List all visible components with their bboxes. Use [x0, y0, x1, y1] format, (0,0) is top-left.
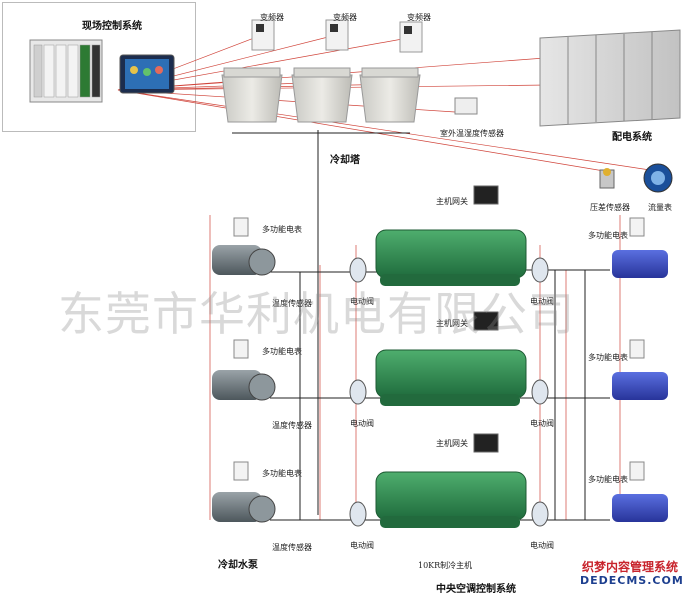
flow-meter: [643, 163, 673, 193]
diagram-title-bottom: 中央空调控制系统: [436, 584, 516, 595]
outdoor-sensor-label: 室外温湿度传感器: [440, 129, 504, 138]
motor-valve-label-r2: 电动阀: [530, 419, 554, 428]
meters-left: [233, 217, 645, 481]
motor-valve-label-l3: 电动阀: [350, 541, 374, 550]
vfd-label-1: 变频器: [260, 13, 284, 22]
mf-meter-label-r1: 多功能电表: [588, 231, 628, 240]
chilled-pumps: [612, 250, 668, 522]
mf-meter-label-l1: 多功能电表: [262, 225, 302, 234]
power-cabinets: [539, 29, 681, 127]
site-logo[interactable]: 织梦内容管理系统 DEDECMS.COM: [578, 558, 684, 592]
host-gateway-label-2: 主机网关: [436, 319, 468, 328]
motor-valve-label-r3: 电动阀: [530, 541, 554, 550]
plc-rack: [29, 39, 103, 103]
flow-meter-label: 流量表: [648, 203, 672, 212]
site-logo-line2: DEDECMS.COM: [580, 574, 684, 587]
chiller-main-label: 10KR制冷主机: [418, 561, 473, 570]
hmi-touchscreen: [119, 54, 175, 94]
mf-meter-label-l3: 多功能电表: [262, 469, 302, 478]
chillers: [375, 229, 527, 528]
power-dist-label: 配电系统: [612, 132, 652, 143]
outdoor-sensor: [454, 97, 478, 115]
motor-valve-label-l1: 电动阀: [350, 297, 374, 306]
cooling-pumps: [212, 245, 276, 523]
host-gateway-label-3: 主机网关: [436, 439, 468, 448]
host-gateways: [473, 185, 499, 453]
site-logo-line1: 织梦内容管理系统: [582, 560, 679, 574]
temp-sensor-label-3: 温度传感器: [272, 543, 312, 552]
host-gateway-label-1: 主机网关: [436, 197, 468, 206]
diff-pressure-label: 压差传感器: [590, 203, 630, 212]
temp-sensor-label-2: 温度传感器: [272, 421, 312, 430]
vfd-label-2: 变频器: [333, 13, 357, 22]
vfd-units: [251, 19, 423, 53]
field-control-label: 现场控制系统: [82, 21, 142, 32]
diff-pressure-sensor: [599, 168, 615, 189]
mf-meter-label-r2: 多功能电表: [588, 353, 628, 362]
motor-valve-label-r1: 电动阀: [530, 297, 554, 306]
pipe-lines: [232, 130, 610, 521]
cooling-pump-label: 冷却水泵: [218, 560, 258, 571]
mf-meter-label-l2: 多功能电表: [262, 347, 302, 356]
vfd-label-3: 变频器: [407, 13, 431, 22]
motor-valves: [349, 257, 549, 527]
temp-sensor-label-1: 温度传感器: [272, 299, 312, 308]
cooling-tower-label: 冷却塔: [330, 155, 360, 166]
mf-meter-label-r3: 多功能电表: [588, 475, 628, 484]
cooling-towers: [221, 67, 421, 123]
motor-valve-label-l2: 电动阀: [350, 419, 374, 428]
